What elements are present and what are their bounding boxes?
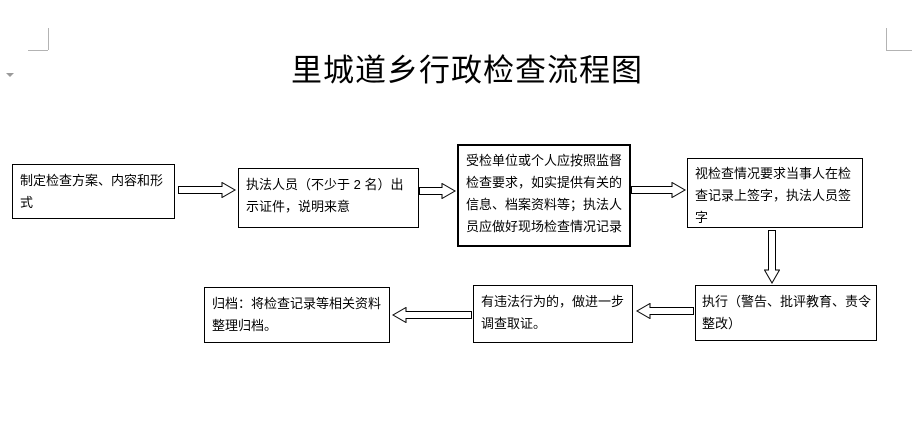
flow-step-sign-record[interactable]: 视检查情况要求当事人在检查记录上签字，执法人员签字 (687, 158, 863, 228)
arrow-down-icon[interactable] (764, 230, 780, 284)
flow-step-plan[interactable]: 制定检查方案、内容和形式 (12, 164, 175, 219)
arrow-right-icon[interactable] (419, 183, 456, 199)
collapse-triangle-icon (6, 73, 14, 77)
page-margin-mark-top-left (28, 50, 48, 51)
page-margin-mark-top-left (48, 28, 49, 50)
flow-step-show-credentials[interactable]: 执法人员（不少于 2 名）出示证件，说明来意 (238, 168, 419, 228)
page-title: 里城道乡行政检查流程图 (291, 53, 643, 88)
flow-step-execute[interactable]: 执行（警告、批评教育、责令整改） (695, 285, 877, 341)
arrow-left-icon[interactable] (636, 303, 694, 319)
arrow-left-icon[interactable] (392, 307, 472, 323)
flow-step-archive[interactable]: 归档：将检查记录等相关资料整理归档。 (204, 287, 390, 343)
flow-step-investigate[interactable]: 有违法行为的，做进一步调查取证。 (473, 285, 633, 343)
flow-step-provide-materials[interactable]: 受检单位或个人应按照监督检查要求，如实提供有关的信息、档案资料等；执法人员应做好… (457, 144, 631, 247)
page-margin-mark-top-right (886, 50, 912, 51)
page-margin-mark-top-right (886, 28, 887, 50)
arrow-right-icon[interactable] (631, 182, 686, 198)
arrow-right-icon[interactable] (178, 182, 236, 198)
